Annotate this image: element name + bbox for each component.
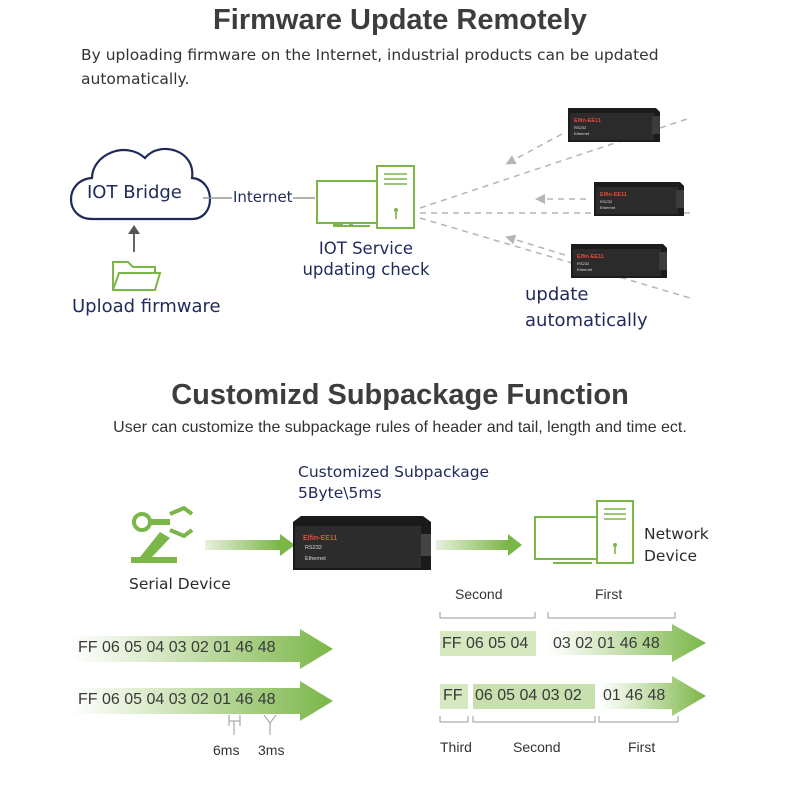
right-row1-label-second: Second [455, 586, 503, 602]
gateway-brand: Elfin-EE11 [303, 535, 337, 542]
right-row2-segments [440, 676, 706, 716]
device-brand-3: Elfin-EE11 [577, 254, 604, 260]
network-computer-icon [534, 500, 634, 564]
update-label: update automatically [525, 284, 648, 331]
right-row1-brackets [439, 612, 676, 619]
svg-text:RS232: RS232 [574, 125, 587, 130]
folder-icon [111, 261, 162, 291]
service-label: IOT Service updating check [302, 239, 430, 279]
subpackage-title: Customizd Subpackage Function [171, 379, 629, 411]
firmware-diagram: Elfin-EE11 RS232 Ethernet Elfin-EE11 RS2… [69, 108, 691, 299]
right-row1-segments [440, 624, 706, 662]
subpackage-diagram: Elfin-EE11 RS232 Ethernet [70, 500, 706, 735]
right-row2-label-second: Second [513, 739, 561, 755]
right-row2-segment-3: 01 46 48 [603, 687, 666, 704]
flow-arrow-left [205, 534, 295, 556]
serial-device-label: Serial Device [129, 575, 231, 593]
device-brand-1: Elfin-EE11 [574, 118, 601, 124]
server-computer-icon [316, 165, 415, 229]
left-row-arrow-2 [70, 681, 333, 721]
network-device-label: Network Device [644, 525, 709, 565]
svg-text:RS232: RS232 [600, 199, 613, 204]
internet-label: Internet [233, 188, 293, 206]
svg-text:RS232: RS232 [577, 261, 590, 266]
right-row1-segment-2: 03 02 01 46 48 [553, 635, 660, 652]
left-row-arrow-1 [70, 629, 333, 669]
gateway-port-2: Ethernet [305, 556, 326, 562]
upload-arrow [128, 225, 140, 252]
robot-arm-icon [131, 505, 194, 563]
flow-arrow-right [436, 534, 522, 556]
right-row1-segment-1: FF 06 05 04 [442, 635, 529, 652]
firmware-title: Firmware Update Remotely [213, 4, 587, 36]
right-row2-label-first: First [628, 739, 656, 755]
timing-markers [228, 714, 277, 735]
gateway-port-1: RS232 [305, 545, 322, 551]
device-unit-3: Elfin-EE11 RS232 Ethernet [571, 244, 667, 278]
right-row2-segment-2: 06 05 04 03 02 [475, 687, 582, 704]
gateway-device: Elfin-EE11 RS232 Ethernet [293, 516, 431, 570]
timing-label-3ms: 3ms [258, 742, 285, 758]
timing-label-6ms: 6ms [213, 742, 240, 758]
subpackage-rule-value: 5Byte\5ms [298, 484, 382, 502]
svg-text:Ethernet: Ethernet [600, 205, 616, 210]
subpackage-rule-title: Customized Subpackage [298, 463, 490, 481]
svg-text:Ethernet: Ethernet [577, 267, 593, 272]
left-hex-row-1: FF 06 05 04 03 02 01 46 48 [78, 639, 276, 656]
left-hex-row-2: FF 06 05 04 03 02 01 46 48 [78, 691, 276, 708]
device-brand-2: Elfin-EE11 [600, 192, 627, 198]
firmware-description: By uploading firmware on the Internet, i… [81, 46, 659, 88]
subpackage-description: User can customize the subpackage rules … [113, 419, 687, 436]
cloud-label: IOT Bridge [87, 182, 182, 203]
svg-text:Ethernet: Ethernet [574, 131, 590, 136]
right-row2-segment-1: FF [443, 687, 463, 704]
upload-label: Upload firmware [72, 296, 221, 317]
device-unit-1: Elfin-EE11 RS232 Ethernet [568, 108, 660, 142]
right-row2-label-third: Third [440, 739, 472, 755]
device-unit-2: Elfin-EE11 RS232 Ethernet [594, 182, 684, 216]
right-row2-brackets [439, 716, 679, 723]
right-row1-label-first: First [595, 586, 623, 602]
cloud-icon [69, 147, 212, 221]
